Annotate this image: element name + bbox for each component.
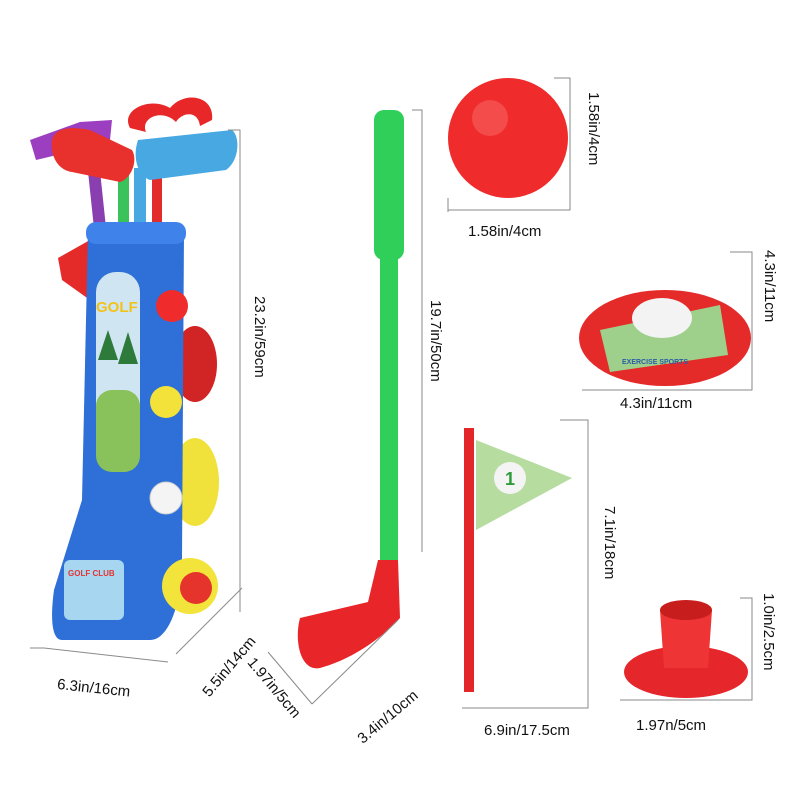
- golf-ball-highlight: [472, 100, 508, 136]
- bag-wheel-hub: [180, 572, 212, 604]
- poster-trees: [98, 330, 138, 364]
- ball-red-on-bag: [156, 290, 188, 322]
- tee-height-label: 1.0in/2.5cm: [760, 593, 777, 671]
- club-head: [297, 560, 400, 669]
- bag-rim: [86, 222, 186, 244]
- hole-cup-poster: [600, 305, 728, 372]
- dimension-lines: [30, 77, 753, 709]
- ball-height-label: 1.58in/4cm: [585, 92, 602, 166]
- ball-width-line: [447, 198, 570, 212]
- club-head-line: [311, 619, 399, 705]
- club-depth-line: [267, 651, 313, 705]
- flag-number: 1: [505, 469, 515, 489]
- bag-height-line: [228, 129, 241, 612]
- tee-stem: [660, 610, 712, 668]
- club-neck-blue: [134, 168, 146, 228]
- bag-handle: [128, 97, 213, 132]
- hole-cup-opening: [632, 298, 692, 338]
- bag-width-line: [30, 647, 169, 663]
- side-wheel-yellow: [171, 438, 219, 526]
- club-grip: [374, 110, 404, 260]
- tee-top: [660, 600, 712, 620]
- bag-depth-line: [175, 587, 243, 655]
- ball-white-on-bag: [149, 481, 183, 515]
- bag-badge-text: GOLF CLUB: [68, 569, 115, 578]
- tee-width-label: 1.97n/5cm: [636, 717, 707, 734]
- golf-bag: GOLF GOLF CLUB: [30, 97, 238, 640]
- hole-width-label: 4.3in/11cm: [620, 395, 693, 412]
- golf-tee: [624, 600, 748, 698]
- bag-height-label: 23.2in/59cm: [251, 296, 268, 378]
- tee-height-line: [740, 597, 753, 701]
- club-length-line: [412, 109, 423, 552]
- flag-pole: [464, 428, 474, 692]
- tee-base: [624, 646, 748, 698]
- flag-height-line: [560, 419, 589, 709]
- club-length-label: 19.7in/50cm: [427, 300, 444, 382]
- ball-yellow-on-bag: [150, 386, 182, 418]
- side-wheel-red: [173, 326, 217, 402]
- flag-ball: [494, 462, 526, 494]
- hole-mat-text: EXERCISE SPORTS: [622, 359, 688, 366]
- golf-club: [297, 110, 404, 669]
- bag-red-side: [58, 240, 90, 300]
- club-shaft-green: [118, 160, 129, 230]
- club-head-blue: [135, 130, 238, 180]
- golf-flag: 1: [464, 428, 572, 692]
- flag-width-label: 6.9in/17.5cm: [484, 722, 570, 739]
- bag-label: GOLF: [96, 299, 138, 316]
- poster-grass: [96, 390, 140, 472]
- club-shaft: [380, 250, 398, 565]
- hole-height-label: 4.3in/11cm: [761, 250, 778, 323]
- bag-badge: [64, 560, 124, 620]
- club-shaft-red: [152, 170, 162, 230]
- golf-ball: [448, 78, 568, 198]
- hole-cup: EXERCISE SPORTS: [579, 290, 751, 386]
- club-head-red: [51, 128, 135, 182]
- flag-height-label: 7.1in/18cm: [601, 506, 618, 580]
- ball-width-label: 1.58in/4cm: [468, 223, 542, 240]
